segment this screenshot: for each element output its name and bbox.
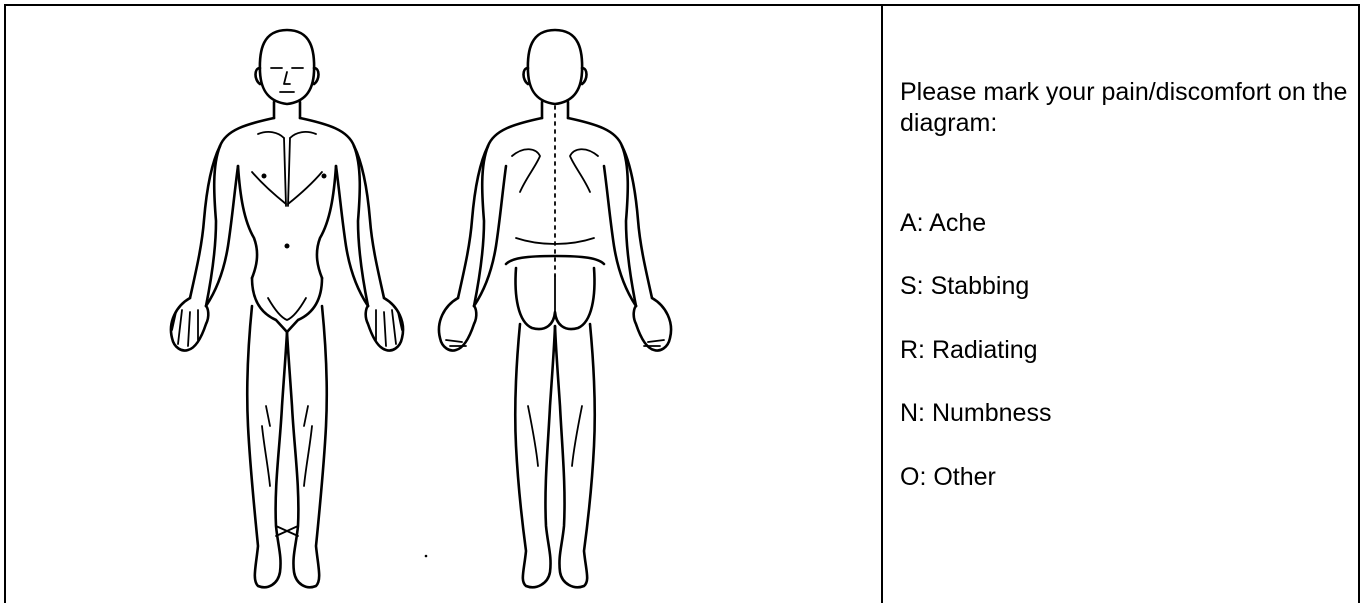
body-diagram[interactable] xyxy=(6,6,881,603)
front-body-figure[interactable] xyxy=(171,30,403,587)
instructions-cell: Please mark your pain/discomfort on the … xyxy=(883,6,1358,603)
legend-item-radiating: R: Radiating xyxy=(900,335,1038,365)
back-body-figure[interactable] xyxy=(439,30,671,587)
body-diagram-cell[interactable] xyxy=(6,6,883,603)
legend-item-other: O: Other xyxy=(900,462,996,492)
legend-item-ache: A: Ache xyxy=(900,208,986,238)
legend-item-numbness: N: Numbness xyxy=(900,398,1051,428)
legend-item-stabbing: S: Stabbing xyxy=(900,271,1029,301)
instruction-text: Please mark your pain/discomfort on the … xyxy=(900,77,1364,139)
pain-diagram-form: Please mark your pain/discomfort on the … xyxy=(4,4,1360,603)
